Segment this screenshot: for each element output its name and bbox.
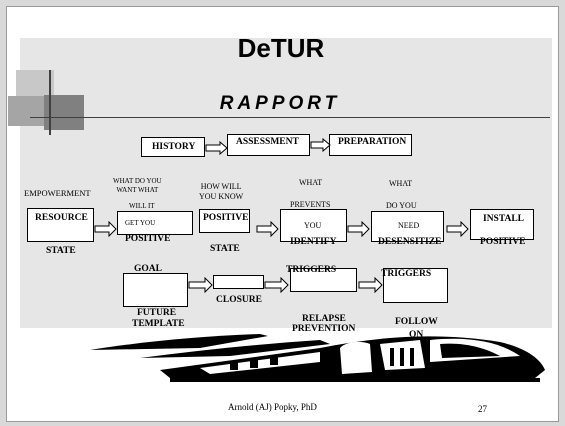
preparation-label: PREPARATION <box>338 137 407 147</box>
arrow-icon <box>310 138 331 152</box>
you-label: YOU <box>304 221 322 230</box>
identify-box <box>280 209 347 242</box>
positive-state-bottom-label: STATE <box>210 244 240 254</box>
closure-box <box>213 275 264 289</box>
history-label: HISTORY <box>152 142 196 152</box>
empowerment-label: EMPOWERMENT <box>24 188 91 198</box>
positive-state-box <box>199 209 250 233</box>
arrow-icon <box>347 221 370 237</box>
template-label: TEMPLATE <box>132 319 185 329</box>
resource-label: RESOURCE <box>35 213 88 223</box>
will-it-label: WILL IT <box>129 202 155 210</box>
install-box <box>470 209 534 240</box>
install-positive-label: POSITIVE <box>480 237 526 247</box>
goal-label: GOAL <box>134 264 162 274</box>
what-label-1: WHAT <box>299 178 323 187</box>
slide-subtitle: RAPPORT <box>219 93 341 114</box>
follow-label: FOLLOW <box>395 317 438 327</box>
do-you-label: DO YOU <box>386 201 417 210</box>
desensitize-label: DESENSITIZE <box>378 237 442 247</box>
triggers-label-2: TRIGGERS <box>381 269 432 279</box>
slide-title: DeTUR <box>237 33 325 63</box>
deco-vline <box>49 70 51 135</box>
on-label: ON <box>409 330 424 340</box>
get-you-label: GET YOU <box>125 219 156 227</box>
resource-state-box <box>27 208 94 242</box>
prevents-label: PREVENTS <box>290 200 331 209</box>
deco-hline <box>30 117 550 118</box>
positive-goal-label: POSITIVE <box>125 234 171 244</box>
arrow-icon <box>446 221 469 237</box>
train-icon <box>90 334 545 382</box>
arrow-icon <box>205 141 228 155</box>
arrow-icon <box>264 277 289 293</box>
desensitize-box <box>371 211 444 242</box>
what-label-2: WHAT <box>389 179 413 188</box>
content-band <box>20 38 552 328</box>
identify-label: IDENTIFY <box>290 237 337 247</box>
relapse-label: RELAPSE <box>302 314 346 324</box>
page-number: 27 <box>478 404 487 414</box>
future-label: FUTURE <box>137 308 177 318</box>
how-will-you-know-label: HOW WILL YOU KNOW <box>199 182 244 201</box>
prevention-label: PREVENTION <box>292 324 356 334</box>
future-template-box <box>123 273 188 307</box>
what-do-you-want-label: WHAT DO YOU WANT WHAT <box>113 177 162 194</box>
goal-box <box>117 211 193 235</box>
footer-author: Arnold (AJ) Popky, PhD <box>228 402 317 412</box>
arrow-icon <box>358 277 383 293</box>
relapse-prevention-box <box>290 268 357 292</box>
assessment-label: ASSESSMENT <box>236 137 299 147</box>
arrow-icon <box>94 221 117 237</box>
arrow-icon <box>188 277 213 293</box>
follow-on-box <box>383 268 448 303</box>
closure-label: CLOSURE <box>216 295 262 305</box>
need-label: NEED <box>398 221 420 230</box>
deco-square-mid <box>8 96 44 126</box>
history-box <box>141 137 205 157</box>
arrow-icon <box>256 221 279 237</box>
assessment-box <box>227 134 310 156</box>
install-label: INSTALL <box>483 214 525 224</box>
positive-state-top-label: POSITIVE <box>203 213 249 223</box>
state-label: STATE <box>46 246 76 256</box>
triggers-label-1: TRIGGERS <box>286 265 337 275</box>
